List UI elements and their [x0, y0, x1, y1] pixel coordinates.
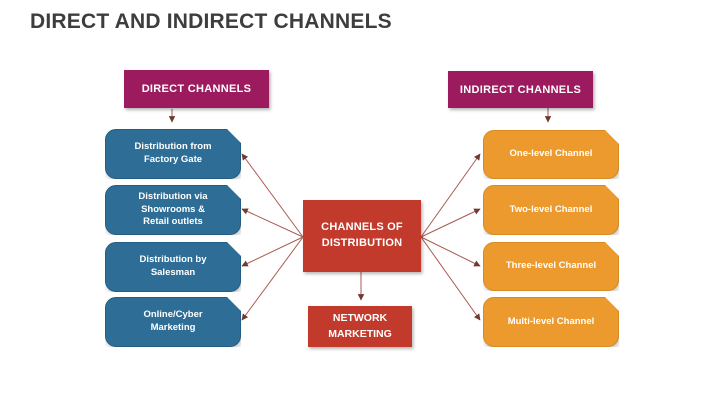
arrow-center-to-direct-2 — [241, 208, 304, 238]
arrow-center-to-direct-4 — [241, 236, 304, 321]
direct-channel-box-showrooms: Distribution via Showrooms & Retail outl… — [105, 185, 241, 235]
arrow-center-to-indirect-3 — [420, 236, 481, 267]
arrow-center-to-indirect-1 — [420, 153, 481, 238]
arrow-center-to-direct-3 — [241, 236, 304, 267]
slide-title: DIRECT AND INDIRECT CHANNELS — [30, 10, 392, 33]
direct-channel-box-factory-gate: Distribution from Factory Gate — [105, 129, 241, 179]
arrow-center-to-direct-1 — [241, 153, 304, 238]
network-marketing-box: NETWORK MARKETING — [308, 306, 412, 347]
direct-channel-box-online-cyber: Online/Cyber Marketing — [105, 297, 241, 347]
arrow-center-to-indirect-2 — [420, 208, 481, 238]
indirect-channels-header: INDIRECT CHANNELS — [448, 71, 593, 108]
direct-channel-box-salesman: Distribution by Salesman — [105, 242, 241, 292]
arrow-center-to-indirect-4 — [420, 236, 481, 321]
direct-channels-header: DIRECT CHANNELS — [124, 70, 269, 108]
indirect-channel-box-two-level: Two-level Channel — [483, 185, 619, 235]
indirect-channel-box-one-level: One-level Channel — [483, 130, 619, 179]
channels-of-distribution-box: CHANNELS OF DISTRIBUTION — [303, 200, 421, 272]
indirect-channel-box-multi-level: Multi-level Channel — [483, 297, 619, 347]
indirect-channel-box-three-level: Three-level Channel — [483, 242, 619, 291]
